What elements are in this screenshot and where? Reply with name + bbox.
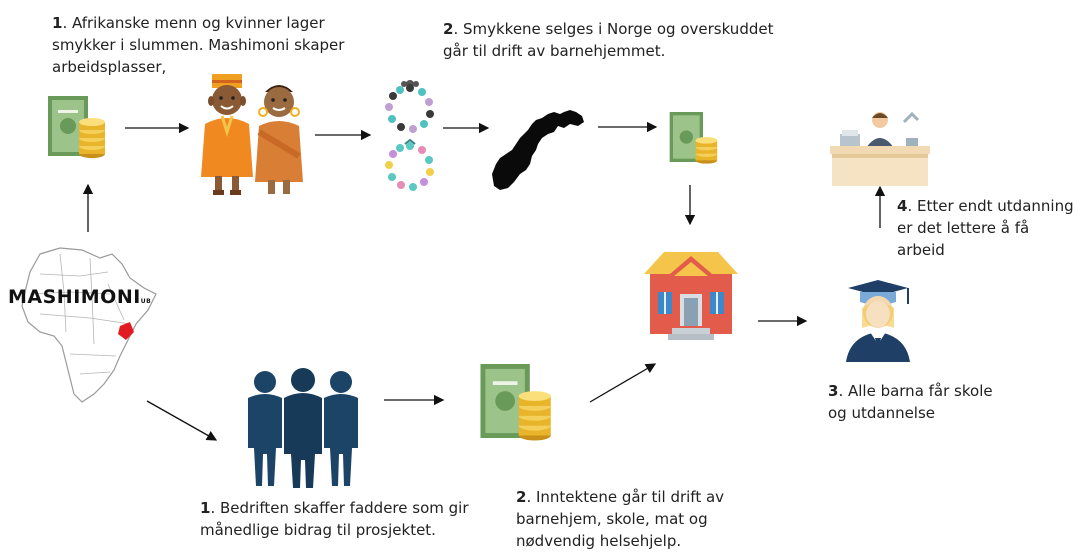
logo-suffix: UB xyxy=(140,298,152,305)
step-3-text: 3. Alle barna får skole og utdannelse xyxy=(828,380,1008,424)
logo-text: MASHIMONI xyxy=(8,286,141,308)
arrow-money-to-house-diag xyxy=(589,363,657,403)
african-people-icon xyxy=(195,72,307,200)
sponsors-icon xyxy=(246,368,360,490)
office-worker-icon xyxy=(826,108,932,188)
step-description: . Afrikanske menn og kvinner lager smykk… xyxy=(52,14,345,76)
step-description: . Bedriften skaffer faddere som gir måne… xyxy=(200,499,469,539)
step-description: . Inntektene går til drift av barnehjem,… xyxy=(516,488,725,550)
step-top-2-text: 2. Smykkene selges i Norge og overskudde… xyxy=(443,18,788,62)
arrow-africa-to-sponsors xyxy=(146,400,218,441)
step-number: 2 xyxy=(516,488,527,506)
step-4-text: 4. Etter endt utdanning er det lettere å… xyxy=(897,195,1077,261)
step-description: . Smykkene selges i Norge og overskuddet… xyxy=(443,20,774,60)
step-number: 4 xyxy=(897,197,908,215)
bracelets-icon xyxy=(383,78,437,194)
step-description: . Etter endt utdanning er det lettere å … xyxy=(897,197,1074,259)
step-number: 1 xyxy=(52,14,63,32)
step-top-1-text: 1. Afrikanske menn og kvinner lager smyk… xyxy=(52,12,362,78)
step-number: 2 xyxy=(443,20,454,38)
step-bottom-1-text: 1. Bedriften skaffer faddere som gir mån… xyxy=(200,497,490,541)
step-description: . Alle barna får skole og utdannelse xyxy=(828,382,993,422)
money-icon xyxy=(46,94,106,158)
step-bottom-2-text: 2. Inntektene går til drift av barnehjem… xyxy=(516,486,751,552)
step-number: 1 xyxy=(200,499,211,517)
step-number: 3 xyxy=(828,382,839,400)
money-bottom-icon xyxy=(478,360,552,442)
mashimoni-logo: MASHIMONIUB xyxy=(8,286,151,308)
graduate-icon xyxy=(842,278,914,364)
money-small-icon xyxy=(668,110,718,164)
africa-map-icon xyxy=(20,244,158,406)
orphanage-house-icon xyxy=(644,248,738,340)
norway-map-icon xyxy=(490,108,586,190)
